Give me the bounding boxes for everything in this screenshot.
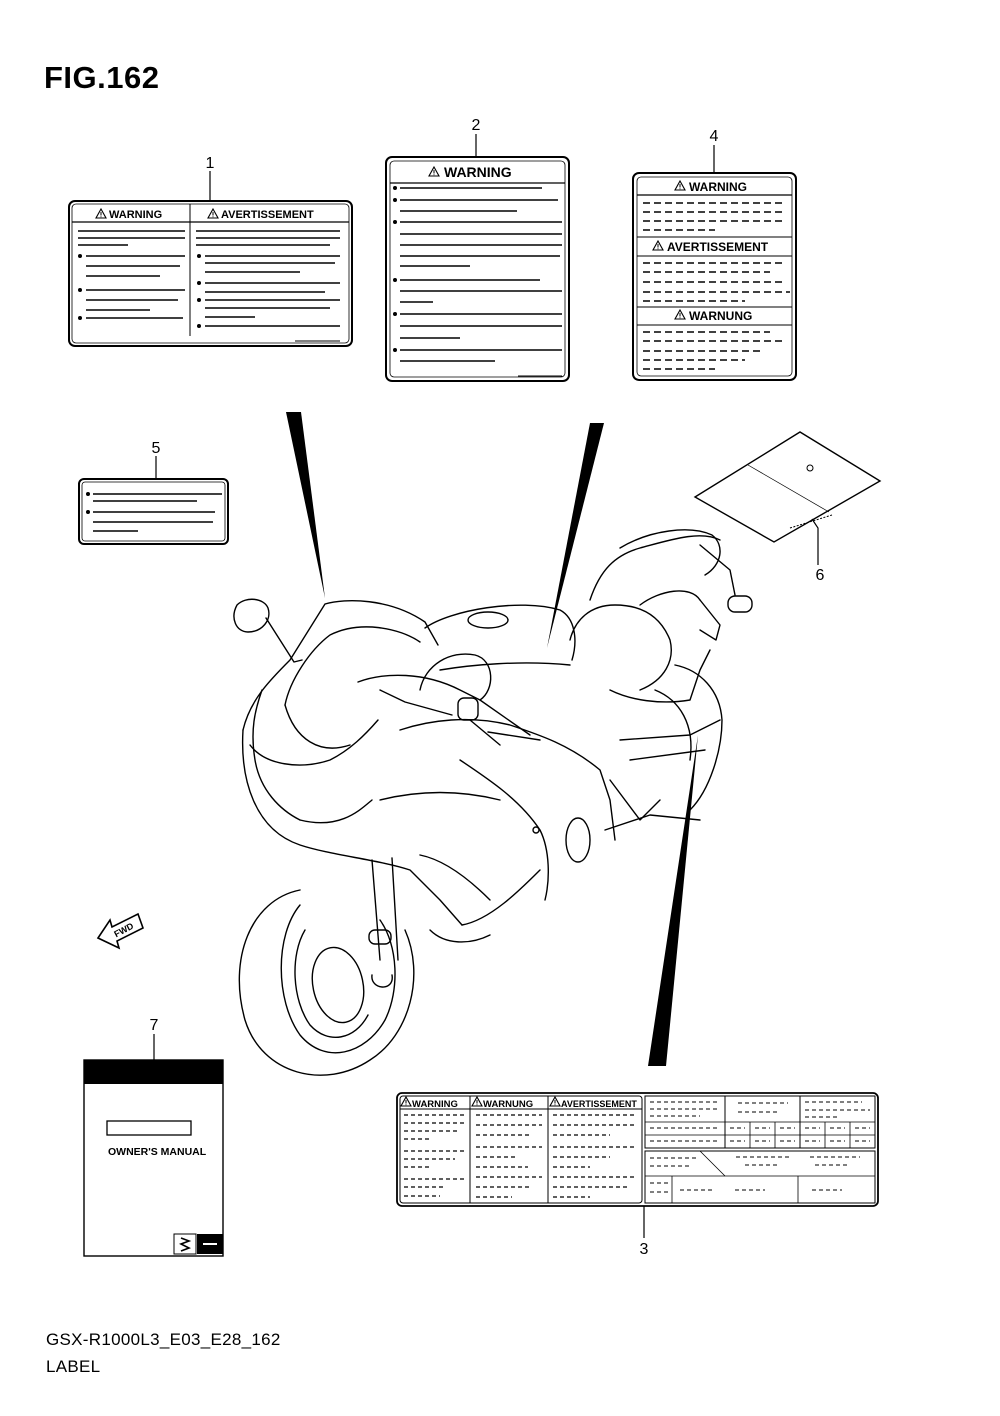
callout-6: 6	[816, 567, 825, 584]
label-1-warning-text: WARNING	[109, 209, 162, 221]
warning-triangle-icon	[674, 309, 686, 320]
warning-triangle-icon	[428, 166, 440, 177]
callout-2: 2	[472, 117, 481, 134]
callout-4: 4	[710, 128, 719, 145]
motorcycle-illustration	[233, 529, 753, 1076]
callout-3: 3	[640, 1241, 649, 1258]
label-3-info-panel[interactable]: WARNING WARNUNG AVERTISSEMENT	[396, 1092, 879, 1207]
label-4-avertissement-text: AVERTISSEMENT	[667, 240, 769, 254]
leader-wedge-3	[648, 735, 698, 1066]
warning-triangle-icon	[652, 240, 664, 251]
warning-triangle-icon	[207, 208, 219, 219]
fwd-arrow-icon: FWD	[96, 912, 144, 950]
figure-title: FIG.162	[44, 60, 160, 95]
label-3-warnung-text: WARNUNG	[483, 1099, 533, 1110]
callout-7: 7	[150, 1017, 159, 1034]
callout-1: 1	[206, 155, 215, 172]
warning-triangle-icon	[674, 180, 686, 191]
warning-triangle-icon	[471, 1096, 483, 1107]
label-1-avertissement-text: AVERTISSEMENT	[221, 209, 314, 221]
label-2-warning[interactable]: WARNING	[385, 156, 570, 382]
warning-triangle-icon	[400, 1096, 412, 1107]
label-5[interactable]	[78, 478, 229, 545]
warning-triangle-icon	[95, 208, 107, 219]
leader-wedge-2	[547, 423, 604, 648]
label-4-warnung-text: WARNUNG	[689, 309, 752, 323]
label-6-tag[interactable]	[693, 431, 882, 543]
suzuki-logo-icon	[179, 1237, 192, 1252]
label-2-warning-text: WARNING	[444, 164, 512, 180]
owners-manual-7[interactable]: OWNER'S MANUAL	[83, 1059, 224, 1257]
label-1-warning-avertissement[interactable]: WARNING AVERTISSEMENT	[68, 200, 353, 347]
label-4-warning-text: WARNING	[689, 180, 747, 194]
leader-wedge-1	[286, 412, 325, 598]
label-3-avertissement-text: AVERTISSEMENT	[561, 1099, 637, 1109]
callout-5: 5	[152, 440, 161, 457]
section-name: LABEL	[46, 1357, 101, 1376]
model-code: GSX-R1000L3_E03_E28_162	[46, 1330, 281, 1349]
manual-title: OWNER'S MANUAL	[108, 1146, 207, 1158]
label-3-warning-text: WARNING	[412, 1099, 458, 1110]
label-4-warning-avertissement-warnung[interactable]: WARNING AVERTISSEMENT WARNUNG	[632, 172, 797, 381]
warning-triangle-icon	[549, 1096, 561, 1107]
